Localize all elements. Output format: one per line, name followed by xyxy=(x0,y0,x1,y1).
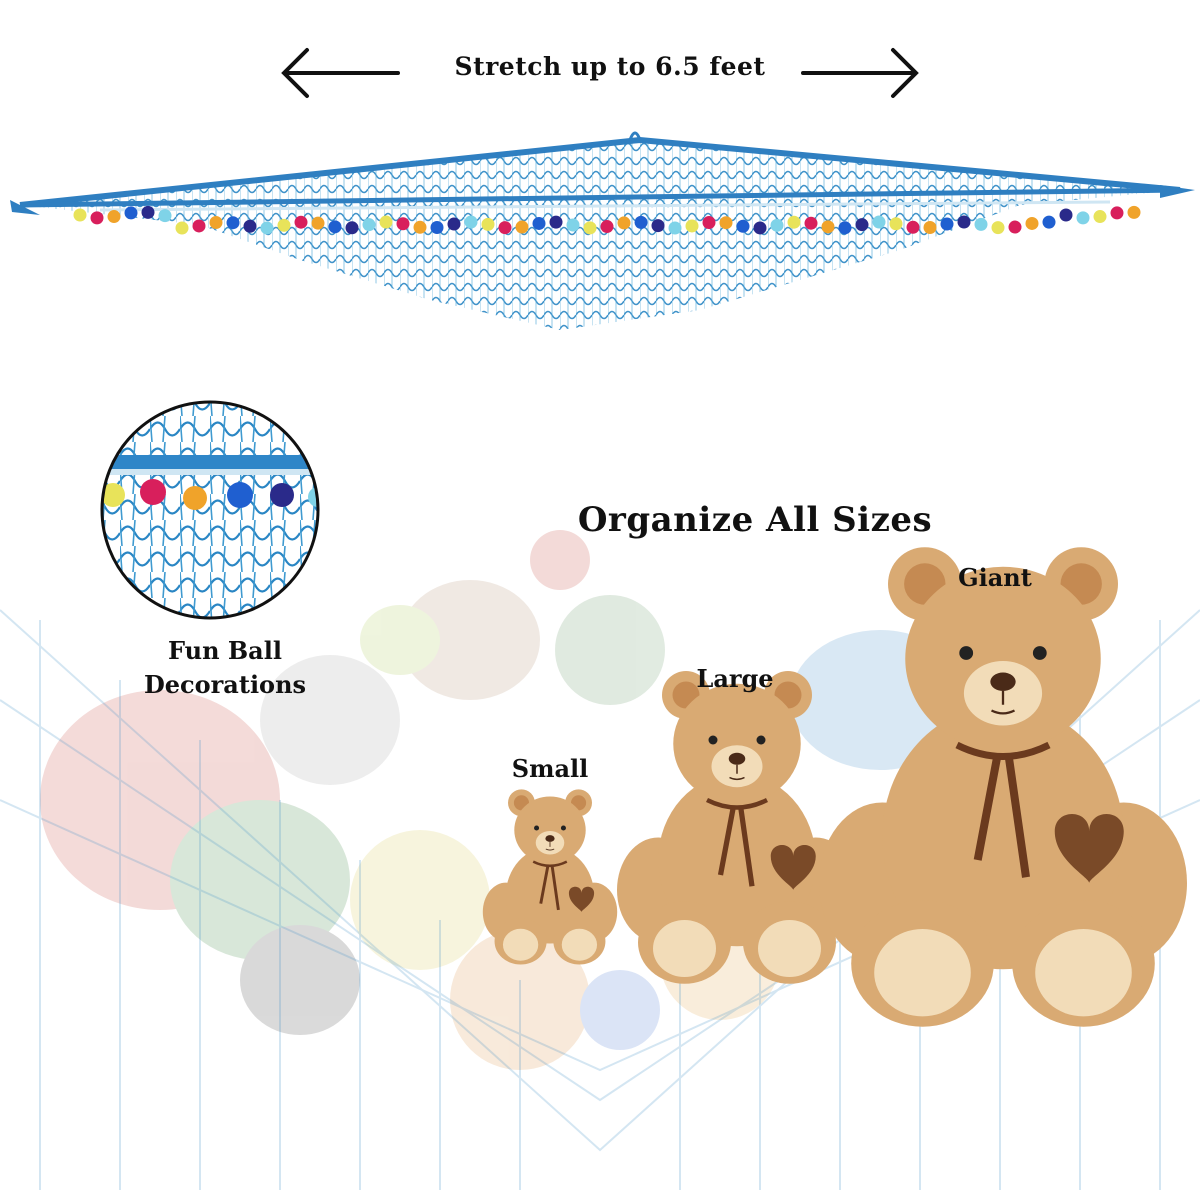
pompom xyxy=(464,215,478,229)
size-label-giant: Giant xyxy=(958,563,1032,592)
pompom xyxy=(1076,211,1090,225)
pompom xyxy=(192,219,206,233)
pompom xyxy=(906,220,920,234)
pompom xyxy=(855,218,869,232)
bear-large xyxy=(617,671,857,984)
pompom xyxy=(379,215,393,229)
pompom xyxy=(1093,210,1107,224)
pompom xyxy=(532,216,546,230)
heart-icon xyxy=(1054,814,1124,883)
pompom xyxy=(770,218,784,232)
pompom xyxy=(413,220,427,234)
arrow-right-icon xyxy=(801,48,919,98)
pompom xyxy=(583,221,597,235)
pompom xyxy=(702,216,716,230)
pompom xyxy=(940,217,954,231)
pompom xyxy=(498,221,512,235)
pompom xyxy=(1059,208,1073,222)
size-label-large: Large xyxy=(696,664,774,693)
pompom xyxy=(821,220,835,234)
fun-ball-line1: Fun Ball xyxy=(168,636,282,665)
arrow-left-icon xyxy=(281,48,400,98)
pompom xyxy=(515,220,529,234)
pompom xyxy=(1127,205,1141,219)
pompom xyxy=(736,219,750,233)
pompom xyxy=(1008,220,1022,234)
pompom xyxy=(294,215,308,229)
pompom xyxy=(957,215,971,229)
stretch-caption: Stretch up to 6.5 feet xyxy=(454,52,766,81)
pompom xyxy=(668,221,682,235)
pompom xyxy=(753,221,767,235)
pompom xyxy=(447,217,461,231)
pompom xyxy=(209,216,223,230)
pompom xyxy=(260,221,274,235)
pompom xyxy=(141,205,155,219)
bear-giant xyxy=(819,547,1187,1027)
pompom xyxy=(226,216,240,230)
fun-ball-caption: Fun Ball Decorations xyxy=(105,634,345,702)
pompom xyxy=(362,218,376,232)
pompom xyxy=(804,216,818,230)
pompom xyxy=(872,215,886,229)
pompom xyxy=(107,210,121,224)
pompom xyxy=(90,211,104,225)
pompom xyxy=(634,215,648,229)
pompom xyxy=(277,218,291,232)
pompom xyxy=(243,219,257,233)
bear-small xyxy=(482,789,618,965)
pompom xyxy=(396,217,410,231)
pompom xyxy=(566,218,580,232)
pompom xyxy=(481,217,495,231)
pompom xyxy=(1110,206,1124,220)
pompom xyxy=(175,221,189,235)
pompom xyxy=(1025,216,1039,230)
fun-ball-line2: Decorations xyxy=(143,670,307,699)
pompom xyxy=(974,217,988,231)
pompom-row xyxy=(73,205,1141,235)
pompom xyxy=(430,220,444,234)
pompom xyxy=(1042,215,1056,229)
pompom xyxy=(923,220,937,234)
organize-heading: Organize All Sizes xyxy=(577,500,933,540)
pompom xyxy=(991,221,1005,235)
size-label-small: Small xyxy=(511,754,589,783)
pompom xyxy=(719,216,733,230)
pompom xyxy=(73,208,87,222)
pompom xyxy=(158,209,172,223)
pompom xyxy=(549,215,563,229)
pompom xyxy=(787,215,801,229)
pompom xyxy=(838,221,852,235)
pompom xyxy=(617,216,631,230)
pompom xyxy=(311,216,325,230)
heart-icon xyxy=(770,845,816,890)
pompom xyxy=(345,221,359,235)
pompom xyxy=(328,220,342,234)
pompom xyxy=(651,219,665,233)
pompom xyxy=(685,219,699,233)
pompom xyxy=(600,220,614,234)
pompom xyxy=(124,206,138,220)
pompom xyxy=(889,217,903,231)
